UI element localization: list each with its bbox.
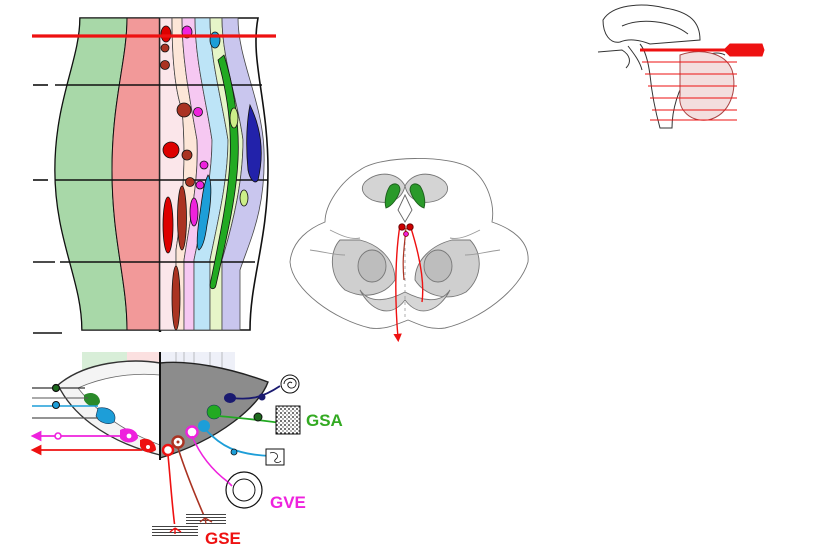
red-fiber-left: [393, 224, 402, 343]
nucleus-magenta-4: [195, 180, 205, 190]
green-nucleus-right: [409, 183, 426, 209]
nucleus-magenta-3: [199, 160, 209, 170]
nucleus-red-top: [160, 25, 172, 43]
left-ganglion-magenta: [54, 432, 62, 440]
left-lobe-outline: [627, 45, 643, 71]
fiber-magenta: [191, 435, 229, 483]
nucleus-brown-4: [181, 149, 193, 161]
red-nucleus-mid-left: [398, 223, 406, 231]
nucleus-red-2: [162, 141, 180, 159]
muscle-endings: [152, 514, 226, 538]
ending-red: [169, 527, 182, 534]
gut-icon: [225, 471, 263, 509]
nucleus-brown-5: [185, 177, 195, 187]
nucleus-brown-long: [177, 185, 187, 251]
fiber-darkblue: [231, 385, 281, 400]
skull-lines: [597, 49, 630, 69]
ganglion-blue: [230, 448, 238, 456]
nucleus-magenta-2: [193, 107, 203, 117]
nucleus-red-long: [162, 196, 174, 254]
ganglion-darkblue: [258, 393, 266, 401]
lateral-lines-right: [449, 229, 501, 256]
left-magenta-hole: [126, 433, 132, 439]
lateral-lines-left: [309, 229, 361, 256]
lavender-column: [221, 17, 265, 331]
nucleus-brown-3: [176, 102, 192, 118]
pink-column: [111, 17, 161, 331]
gse-label: GSE: [205, 529, 241, 547]
magenta-nucleus-mid: [403, 231, 409, 237]
right-red-nucleus: [161, 443, 175, 457]
left-blue-nucleus: [95, 407, 116, 424]
nucleus-brown-2: [160, 60, 170, 70]
left-red-hole: [146, 445, 150, 449]
pyramids: [359, 289, 451, 312]
cross-section-schematic: GSA GVE GSE: [30, 352, 343, 547]
section-lines: [642, 61, 737, 121]
nucleus-darkblue: [246, 103, 262, 183]
nucleus-lightgreen-2: [239, 189, 249, 207]
fiber-red: [167, 454, 176, 529]
sagittal-brain: [597, 4, 765, 129]
nucleus-brown-low: [171, 265, 181, 331]
corpus-callosum: [621, 20, 689, 35]
right-blue-nucleus: [198, 420, 210, 432]
ganglion-green: [253, 412, 263, 422]
skin-receptor-icon[interactable]: [275, 405, 301, 435]
left-olive: [357, 249, 387, 283]
gve-label: GVE: [270, 493, 306, 512]
green-nucleus-left: [384, 183, 401, 209]
nucleus-lightgreen: [229, 107, 239, 129]
left-green-nucleus: [84, 392, 100, 407]
left-ganglion-green: [51, 383, 61, 393]
fourth-ventricle: [397, 193, 413, 223]
fiber-brown: [177, 447, 206, 519]
left-ganglion-blue: [52, 401, 60, 409]
tongue-receptor-icon: [265, 448, 285, 466]
right-darkblue-nucleus: [224, 393, 236, 403]
nucleus-magenta-long: [189, 197, 199, 227]
section-pointer: [723, 43, 765, 57]
cerebrum-outline: [602, 4, 701, 45]
gve-pointer: [227, 481, 233, 487]
red-fiber-right: [409, 224, 424, 303]
ending-brown: [199, 517, 213, 525]
nucleus-blue-long: [196, 174, 212, 251]
red-nucleus-mid-right: [406, 223, 414, 231]
right-brown-center: [176, 440, 180, 444]
right-magenta-nucleus: [185, 425, 199, 439]
ear-icon: [280, 374, 300, 394]
right-olive: [423, 249, 453, 283]
longitudinal-columns: [32, 17, 276, 334]
gsa-label: GSA: [306, 411, 343, 430]
nucleus-brown-1: [160, 43, 170, 53]
fiber-blue: [205, 429, 273, 457]
right-green-nucleus: [206, 404, 222, 420]
medulla-section: [289, 158, 529, 343]
nuclei: [160, 25, 262, 331]
